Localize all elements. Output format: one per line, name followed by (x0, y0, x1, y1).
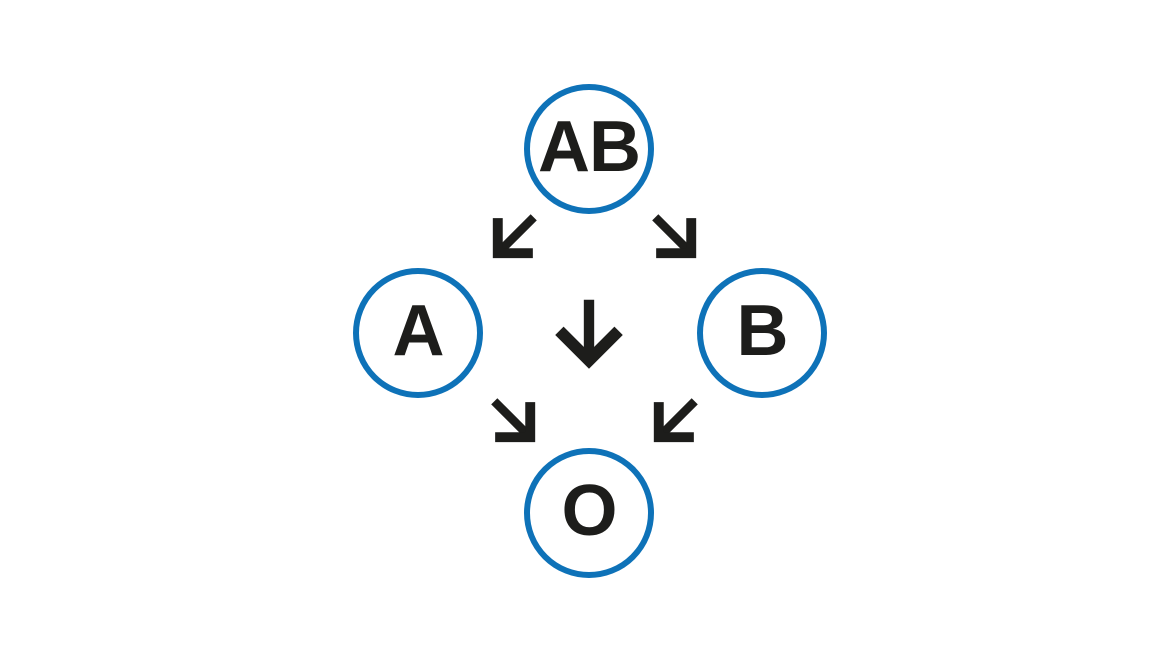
arrow-down-left-icon (631, 377, 719, 465)
node-label-b: B (736, 291, 789, 371)
arrow-down-right-icon (470, 377, 558, 465)
arrow-down-icon (551, 296, 627, 370)
node-label-ab: AB (538, 107, 641, 187)
node-label-o: O (561, 471, 617, 551)
node-circle-o: O (524, 448, 654, 578)
node-circle-a: A (353, 268, 483, 398)
node-label-a: A (392, 291, 445, 371)
arrow-down-right-icon (631, 193, 719, 281)
node-circle-ab: AB (524, 84, 654, 214)
arrow-down-left-icon (470, 193, 558, 281)
node-circle-b: B (697, 268, 827, 398)
